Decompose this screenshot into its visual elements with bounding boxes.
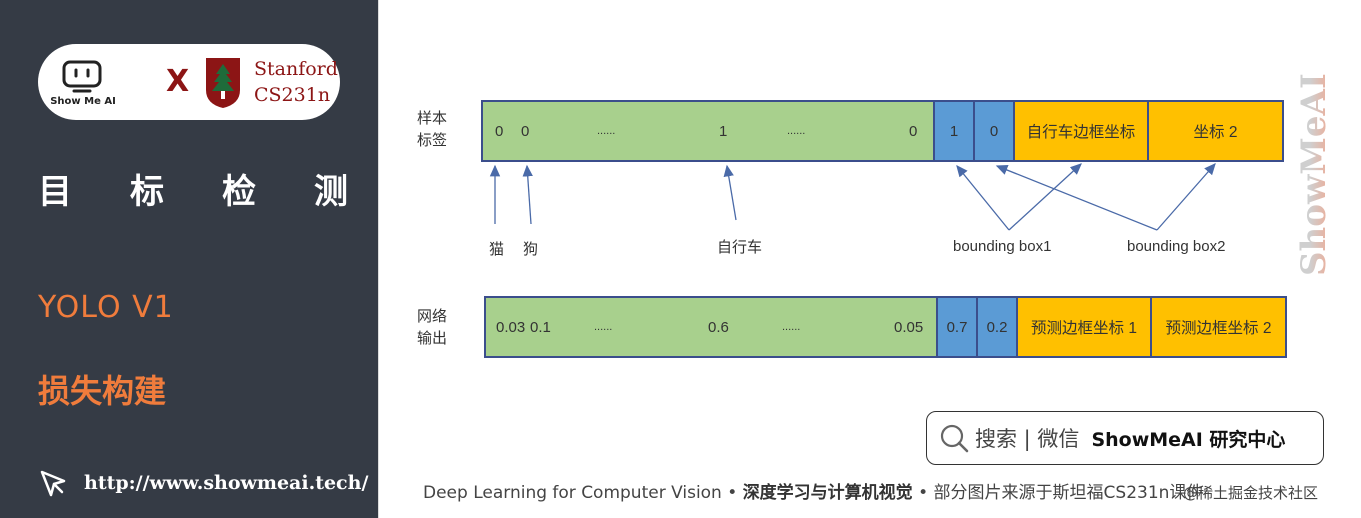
output-item: 0.6 <box>708 318 729 336</box>
output-item: 0.1 <box>530 318 551 336</box>
pred-bbox-cell: 预测边框坐标 2 <box>1150 296 1287 358</box>
footer-sep: • <box>727 483 738 503</box>
robot-label: Show Me AI <box>50 96 116 107</box>
section-char: 测 <box>314 172 348 212</box>
footer-caption: Deep Learning for Computer Vision • 深度学习… <box>423 478 1203 503</box>
x-mark: X <box>166 64 190 99</box>
label-item: 0 <box>495 122 504 140</box>
confidence-cell: 0.2 <box>976 296 1018 358</box>
logo-banner: Show Me AI X Stanford CS231n <box>38 44 340 120</box>
watermark-text: ShowMeAI <box>1295 73 1334 276</box>
annotation-cat: 猫 <box>489 241 505 258</box>
output-item: 0.05 <box>894 318 924 336</box>
output-vector-row: 0.03 0.1 ...... 0.6 ...... 0.05 0.7 0.2 … <box>484 296 1287 358</box>
arrow-bbox2-conf <box>995 165 1158 231</box>
bbox-coord-cell: 自行车边框坐标 <box>1013 100 1149 162</box>
footer-part2: 深度学习与计算机视觉 <box>742 483 913 503</box>
arrow-bbox1-coord <box>1008 163 1082 231</box>
annotation-bicycle: 自行车 <box>717 239 763 256</box>
section-title: 目 标 检 测 <box>38 164 348 213</box>
axis-label-line: 输出 <box>417 330 448 347</box>
section-char: 检 <box>222 172 256 212</box>
bbox-coord-cell: 坐标 2 <box>1147 100 1284 162</box>
annotation-bbox1: bounding box1 <box>953 238 1052 255</box>
label-item: 1 <box>719 122 728 140</box>
label-item: ...... <box>597 125 616 137</box>
footer-part3: 部分图片来源于斯坦福CS231n课件 <box>933 483 1204 503</box>
footer-sep: • <box>918 483 929 503</box>
axis-label-line: 样本 <box>417 110 448 127</box>
class-prob-cell: 0 0 ...... 1 ...... 0 <box>481 100 935 162</box>
loss-title: 损失构建 <box>38 372 167 410</box>
confidence-cell: 1 <box>933 100 975 162</box>
stanford-line1: Stanford <box>254 58 338 80</box>
arrow-bbox1-conf <box>956 164 1010 231</box>
output-item: ...... <box>594 321 613 333</box>
slide-content: 样本 标签 0 0 ...... 1 ...... 0 1 0 自行车边框坐标 … <box>378 0 1361 518</box>
section-char: 目 <box>38 172 72 212</box>
output-item: ...... <box>782 321 801 333</box>
pred-bbox-cell: 预测边框坐标 1 <box>1016 296 1152 358</box>
stanford-line2: CS231n <box>254 84 331 106</box>
sidebar: Show Me AI X Stanford CS231n 目 标 检 测 YOL… <box>0 0 378 518</box>
footer-part1: Deep Learning for Computer Vision <box>423 483 722 503</box>
arrow-bicycle <box>723 164 737 221</box>
robot-icon <box>62 60 102 93</box>
label-vector-row: 0 0 ...... 1 ...... 0 1 0 自行车边框坐标 坐标 2 <box>481 100 1284 162</box>
output-row-axis-label: 网络 输出 <box>417 306 457 350</box>
class-prob-cell: 0.03 0.1 ...... 0.6 ...... 0.05 <box>484 296 938 358</box>
cursor-icon <box>40 470 66 497</box>
output-item: 0.03 <box>496 318 526 336</box>
annotation-dog: 狗 <box>523 241 539 258</box>
label-item: 0 <box>909 122 918 140</box>
yolo-title: YOLO V1 <box>38 290 174 325</box>
axis-label-line: 网络 <box>417 308 448 325</box>
footer-overlay-watermark: @稀土掘金技术社区 <box>1183 484 1319 502</box>
arrow-bbox2-coord <box>1156 163 1216 231</box>
search-brand: ShowMeAI 研究中心 <box>1091 428 1286 451</box>
stanford-text: Stanford CS231n <box>254 56 338 108</box>
section-char: 标 <box>130 172 164 212</box>
stanford-tree-icon <box>206 58 240 108</box>
confidence-cell: 0.7 <box>936 296 978 358</box>
axis-label-line: 标签 <box>417 132 448 149</box>
search-box[interactable]: 搜索 | 微信 ShowMeAI 研究中心 <box>926 411 1324 465</box>
label-item: 0 <box>521 122 530 140</box>
confidence-cell: 0 <box>973 100 1015 162</box>
arrow-dog <box>522 164 533 225</box>
showmeai-vertical-watermark: ShowMeAI <box>1295 73 1334 276</box>
website-link[interactable]: http://www.showmeai.tech/ <box>84 472 369 494</box>
label-item: ...... <box>787 125 806 137</box>
search-icon <box>940 424 969 453</box>
annotation-bbox2: bounding box2 <box>1127 238 1226 255</box>
search-label: 搜索 | 微信 <box>975 427 1080 451</box>
label-row-axis-label: 样本 标签 <box>417 108 457 152</box>
